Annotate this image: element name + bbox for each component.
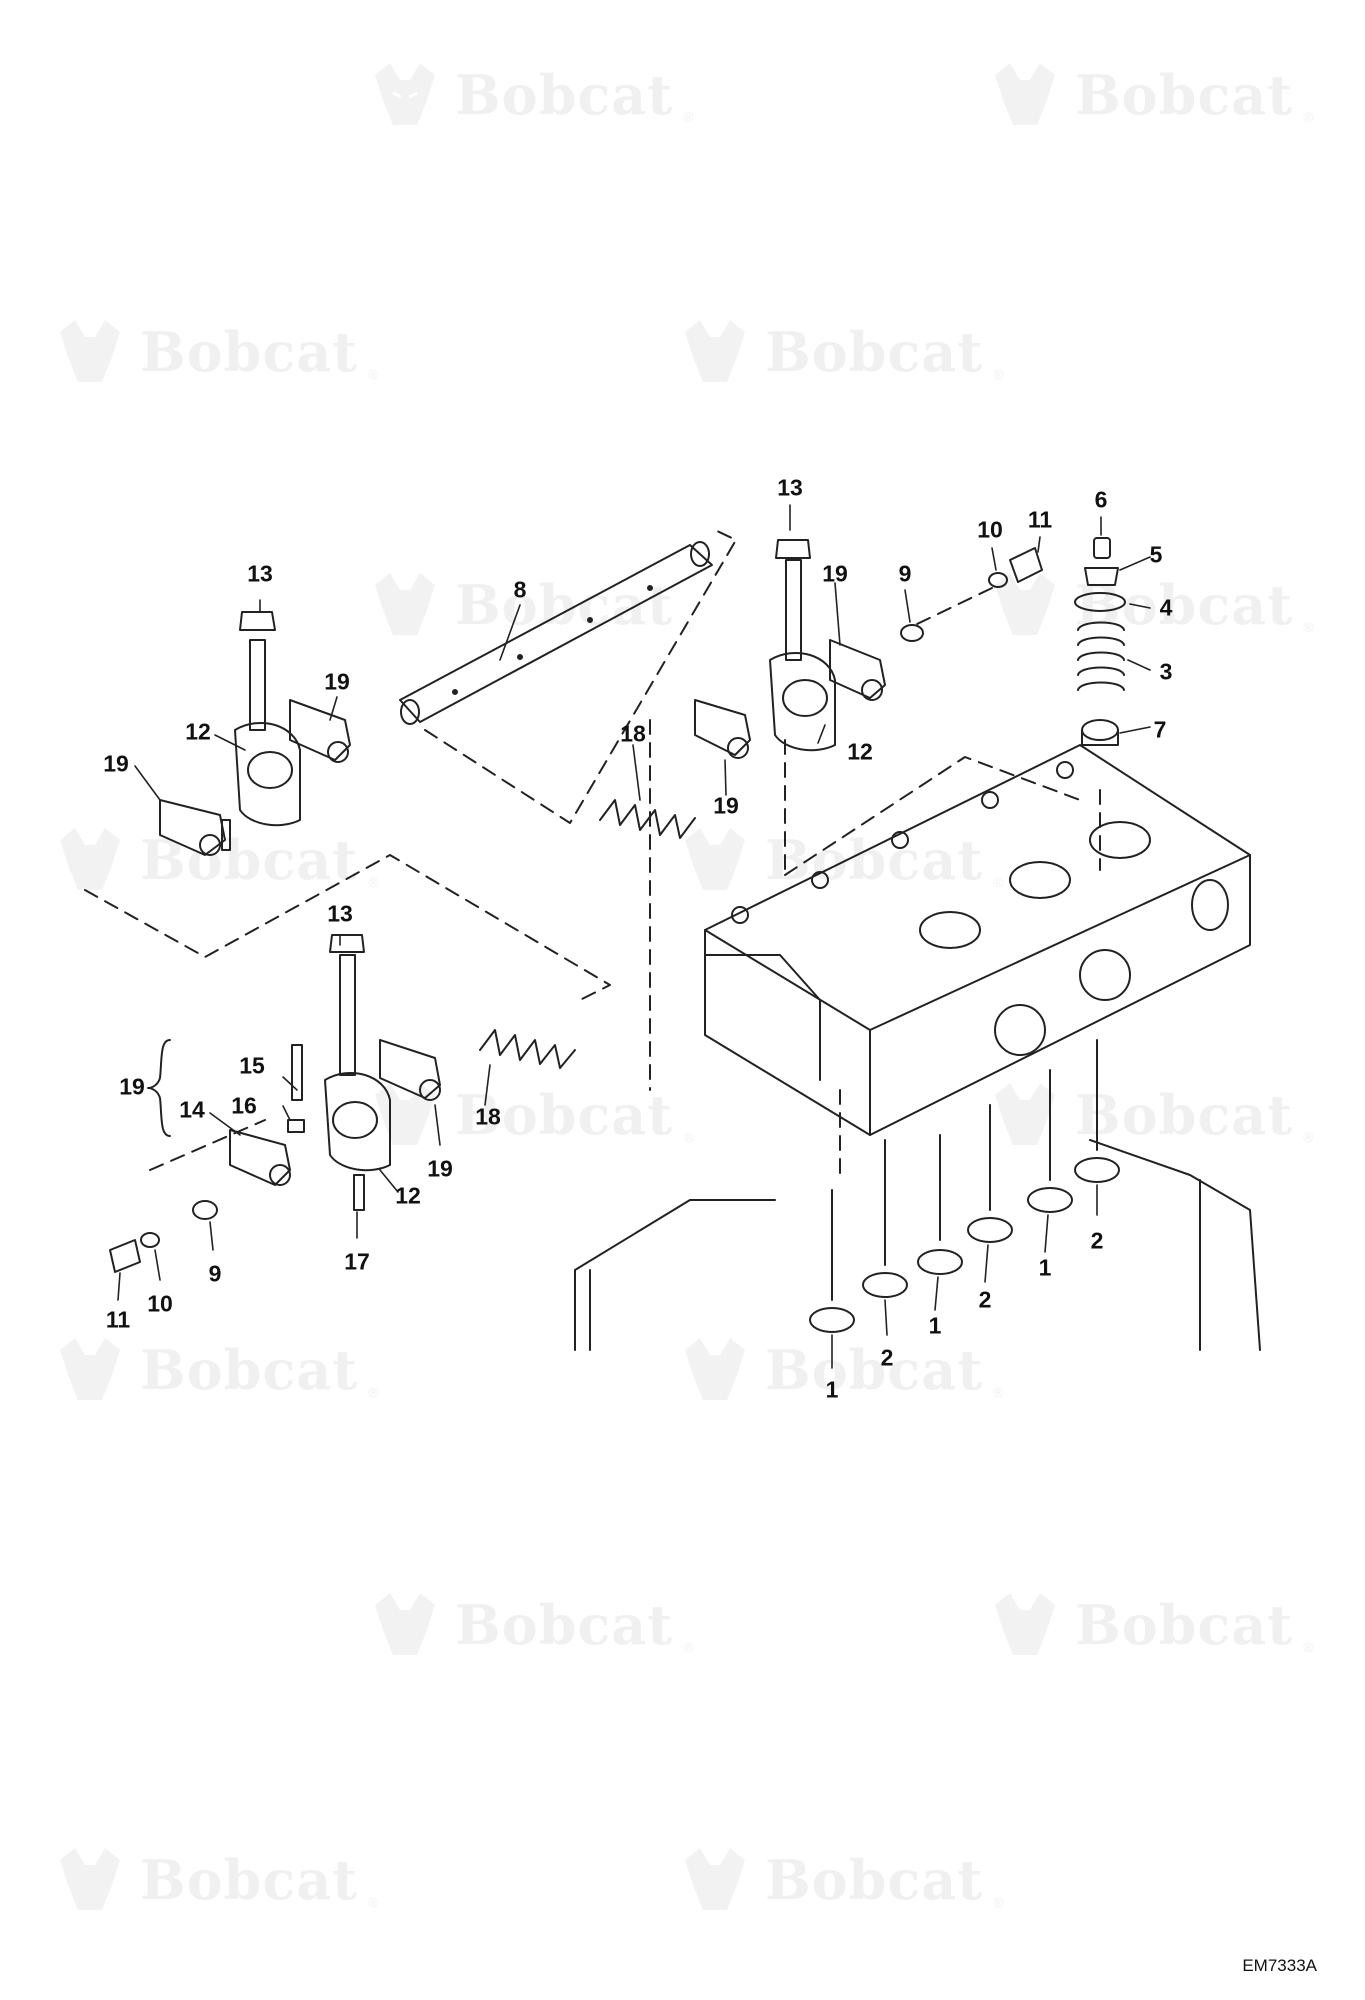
callout-12: 12 <box>847 738 873 765</box>
cylinder-head <box>704 744 1251 1136</box>
callout-14: 14 <box>179 1096 205 1123</box>
rocker-shaft <box>399 541 713 725</box>
rocker-arm-center <box>694 547 1043 759</box>
rocker-bracket-upper-left <box>234 611 301 827</box>
callout-11: 11 <box>1027 506 1053 533</box>
callout-2: 2 <box>880 1344 894 1371</box>
callout-12: 12 <box>185 718 211 745</box>
callout-1: 1 <box>1038 1254 1052 1281</box>
callout-19: 19 <box>103 750 129 777</box>
valve-spring-assembly <box>1074 537 1126 746</box>
assembly-dashed-lines <box>84 529 1101 1181</box>
leader-lines <box>117 504 1151 1369</box>
rocker-arm-lower <box>109 1039 441 1273</box>
callout-16: 16 <box>231 1092 257 1119</box>
valves <box>809 1039 1120 1333</box>
callout-10: 10 <box>977 516 1003 543</box>
callout-15: 15 <box>239 1052 265 1079</box>
callout-3: 3 <box>1159 658 1173 685</box>
callout-9: 9 <box>898 560 912 587</box>
callout-1: 1 <box>928 1312 942 1339</box>
callout-5: 5 <box>1149 541 1163 568</box>
callout-4: 4 <box>1159 594 1173 621</box>
grouping-brace <box>147 1039 171 1137</box>
cylinder-block <box>574 1139 1261 1351</box>
callout-19: 19 <box>324 668 350 695</box>
callout-19: 19 <box>822 560 848 587</box>
figure-code: EM7333A <box>1242 1956 1317 1975</box>
callout-12: 12 <box>395 1182 421 1209</box>
callout-8: 8 <box>513 576 527 603</box>
callout-17: 17 <box>344 1248 370 1275</box>
callout-2: 2 <box>978 1286 992 1313</box>
callout-13: 13 <box>777 474 803 501</box>
callout-11: 11 <box>105 1306 131 1333</box>
callout-2: 2 <box>1090 1227 1104 1254</box>
callout-10: 10 <box>147 1290 173 1317</box>
callout-6: 6 <box>1094 486 1108 513</box>
callout-13: 13 <box>247 560 273 587</box>
rocker-bracket-upper-center <box>769 539 836 752</box>
callout-19-group: 19 <box>119 1073 145 1100</box>
callout-9: 9 <box>208 1260 222 1287</box>
callout-19: 19 <box>427 1155 453 1182</box>
callout-7: 7 <box>1153 716 1167 743</box>
callout-18: 18 <box>475 1103 501 1130</box>
rocker-arm-upper <box>159 699 351 856</box>
callout-13: 13 <box>327 900 353 927</box>
rocker-bracket-lower <box>324 934 391 1211</box>
callout-1: 1 <box>825 1376 839 1403</box>
rocker-spring-lower <box>479 1029 576 1069</box>
rocker-spring-upper <box>599 799 696 839</box>
callout-18: 18 <box>620 720 646 747</box>
callout-19: 19 <box>713 792 739 819</box>
